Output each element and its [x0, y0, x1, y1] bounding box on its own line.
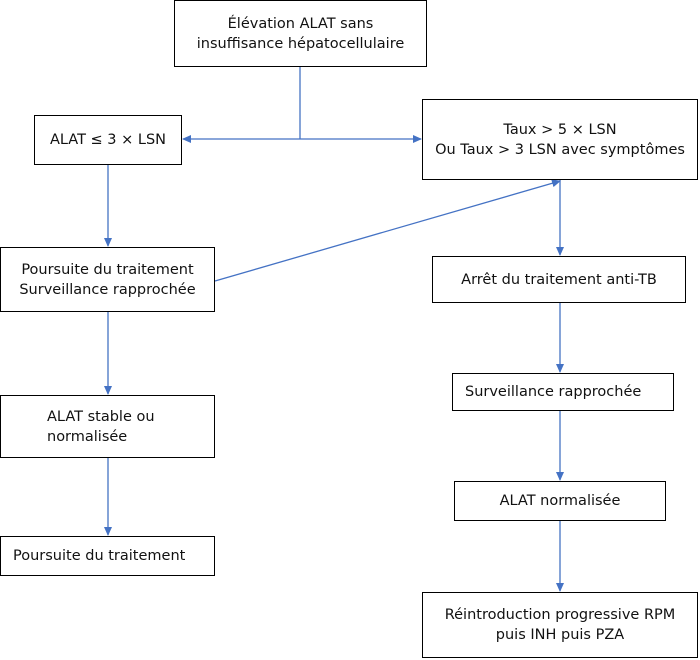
node-continue-monitor: Poursuite du traitement Surveillance rap… — [0, 247, 215, 312]
node-taux-high-label: Taux > 5 × LSN Ou Taux > 3 LSN avec symp… — [435, 121, 685, 158]
node-alat-normalised-label: ALAT normalisée — [499, 493, 621, 509]
node-reintroduction: Réintroduction progressive RPM puis INH … — [422, 592, 698, 658]
node-continue-treatment: Poursuite du traitement — [0, 536, 215, 576]
connector-continue-to-taux-high — [214, 179, 561, 282]
node-continue-treatment-label: Poursuite du traitement — [13, 548, 186, 564]
node-alat-normalised: ALAT normalisée — [454, 481, 666, 521]
node-close-monitoring-label: Surveillance rapprochée — [465, 384, 642, 400]
node-alat-low: ALAT ≤ 3 × LSN — [34, 115, 182, 165]
node-start-label: Élévation ALAT sans insuffisance hépatoc… — [196, 15, 405, 52]
node-stop-treatment-label: Arrêt du traitement anti-TB — [461, 271, 657, 288]
node-reintroduction-label: Réintroduction progressive RPM puis INH … — [444, 607, 676, 643]
node-taux-high: Taux > 5 × LSN Ou Taux > 3 LSN avec symp… — [422, 99, 698, 180]
node-start: Élévation ALAT sans insuffisance hépatoc… — [174, 0, 427, 67]
node-alat-low-label: ALAT ≤ 3 × LSN — [49, 132, 167, 148]
node-continue-monitor-label: Poursuite du traitement Surveillance rap… — [19, 261, 196, 298]
node-close-monitoring: Surveillance rapprochée — [452, 373, 674, 411]
node-stop-treatment: Arrêt du traitement anti-TB — [432, 256, 686, 303]
node-alat-stable: ALAT stable ou normalisée — [0, 395, 215, 458]
node-alat-stable-label: ALAT stable ou normalisée — [47, 408, 155, 445]
